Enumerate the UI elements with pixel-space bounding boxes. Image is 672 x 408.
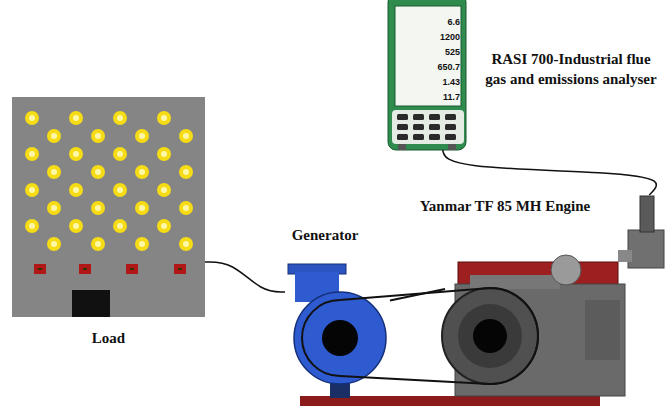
screen-reading: 6.6 <box>426 17 460 27</box>
probe-cable <box>443 150 657 195</box>
bulb-array <box>25 111 193 251</box>
node-label: RASI 700-Industrial flue gas and emissio… <box>480 50 662 89</box>
node-label: Yanmar TF 85 MH Engine <box>390 197 620 217</box>
screen-reading: 1200 <box>426 32 460 42</box>
analyser-device <box>388 0 466 150</box>
screen-reading: 525 <box>426 47 460 57</box>
load-switches <box>34 264 186 274</box>
drive-belt <box>302 288 538 384</box>
load-socket <box>72 290 110 317</box>
load-bank: Load <box>12 97 205 317</box>
engine: Yanmar TF 85 MH Engine <box>445 195 667 395</box>
screen-reading: 1.43 <box>426 77 460 87</box>
generator-body <box>288 264 386 384</box>
belt-link <box>390 289 445 300</box>
load-panel <box>12 97 205 317</box>
power-cable <box>205 262 285 292</box>
node-label: Generator <box>270 226 380 246</box>
screen-reading: 11.7 <box>426 92 460 102</box>
node-label: Load <box>12 329 205 349</box>
generator: Generator <box>285 262 390 382</box>
screen-reading: 650.7 <box>426 62 460 72</box>
